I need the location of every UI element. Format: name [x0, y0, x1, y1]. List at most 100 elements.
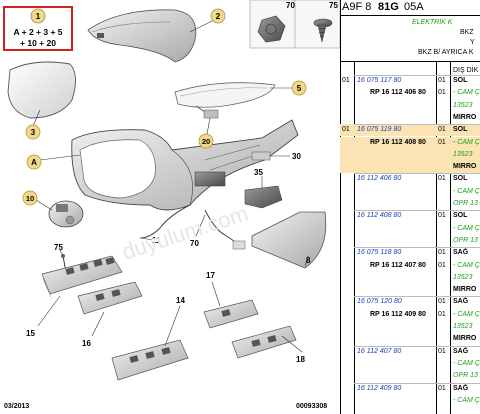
- table-row[interactable]: - CAM Ç: [340, 188, 480, 200]
- callout-10[interactable]: 10: [22, 190, 38, 206]
- table-row[interactable]: MIRRO: [340, 163, 480, 175]
- row-desc: 13523: [453, 150, 473, 158]
- row-desc: MIRRO: [453, 335, 477, 343]
- row-desc: - CAM Ç: [453, 187, 480, 195]
- table-row[interactable]: 13523: [340, 274, 480, 286]
- svg-text:10: 10: [26, 194, 34, 203]
- mirror-motor[interactable]: [48, 200, 84, 228]
- label-30: 30: [292, 152, 301, 161]
- formula-number: 1: [36, 12, 41, 21]
- window-switch-15[interactable]: [41, 255, 123, 300]
- row-desc: - CAM Ç: [453, 310, 480, 318]
- table-row[interactable]: 13523: [340, 151, 480, 163]
- table-row[interactable]: 16 112 409 80 01 SAĞ: [340, 385, 480, 397]
- row-ref: 16 075 117 80: [357, 77, 402, 84]
- row-desc: SAĞ: [453, 347, 469, 355]
- callout-2[interactable]: 2: [210, 8, 226, 24]
- row-desc: OPR 13: [453, 372, 478, 380]
- row-qty2: 01: [438, 77, 446, 84]
- svg-text:3: 3: [31, 128, 36, 137]
- row-desc: SAĞ: [453, 298, 469, 306]
- row-desc: - CAM Ç: [453, 261, 480, 269]
- kit-formula-callout[interactable]: 1 A + 2 + 3 + 5 + 10 + 20: [3, 6, 73, 51]
- screw-icon: [313, 18, 333, 43]
- table-row[interactable]: - CAM Ç: [340, 397, 480, 409]
- fastener-label-75: 75: [329, 1, 338, 10]
- row-desc: 13523: [453, 323, 473, 330]
- watermark: duyulum.com: [119, 200, 251, 264]
- table-row[interactable]: MIRRO: [340, 286, 480, 298]
- row-qty2: 01: [438, 89, 446, 97]
- label-17: 17: [206, 271, 215, 280]
- table-row[interactable]: 13523: [340, 323, 480, 335]
- footer-date: 03/2013: [4, 403, 29, 410]
- window-switch-17[interactable]: [203, 299, 259, 329]
- clip-nut-icon: [257, 15, 286, 43]
- window-switch-16[interactable]: [77, 281, 143, 315]
- info-line-4: BKZ B/ AYRICA K: [418, 49, 474, 56]
- header-tail: 05A: [404, 1, 424, 13]
- row-desc: SAĞ: [453, 249, 469, 257]
- table-row[interactable]: OPR 13: [340, 237, 480, 249]
- leader-lines: [32, 17, 309, 353]
- door-trim-panel[interactable]: [251, 211, 327, 269]
- table-row[interactable]: - CAM Ç: [340, 360, 480, 372]
- row-qty: 01: [342, 126, 350, 134]
- exploded-parts-diagram: 1 A + 2 + 3 + 5 + 10 + 20 70 75: [3, 0, 340, 410]
- window-switch-14[interactable]: [111, 339, 189, 381]
- row-desc: - CAM Ç: [453, 359, 480, 367]
- row-ref: 16 112 409 80: [357, 384, 402, 392]
- table-row[interactable]: OPR 13: [340, 372, 480, 384]
- table-row[interactable]: RP 16 112 409 80 01 - CAM Ç: [340, 311, 480, 323]
- row-desc: - CAM Ç: [453, 138, 480, 146]
- row-desc: OPR 13: [453, 200, 478, 207]
- callout-3[interactable]: 3: [25, 124, 41, 140]
- label-35: 35: [254, 168, 263, 177]
- row-highlight: [340, 148, 480, 162]
- row-ref: 16 075 120 80: [357, 298, 402, 306]
- row-ref: 16 075 118 80: [357, 249, 402, 257]
- table-row[interactable]: OPR 13: [340, 200, 480, 212]
- callout-20[interactable]: 20: [198, 133, 214, 149]
- mirror-glass[interactable]: [7, 61, 76, 119]
- info-line-1: ELEKTRİK K: [412, 19, 453, 26]
- table-row[interactable]: 13523: [340, 102, 480, 114]
- table-row[interactable]: MIRRO: [340, 335, 480, 347]
- row-qty2: 01: [438, 384, 446, 392]
- row-desc: SOL: [453, 175, 468, 183]
- label-16: 16: [82, 339, 91, 348]
- callout-A[interactable]: A: [26, 154, 42, 170]
- row-rp: RP 16 112 409 80: [370, 310, 426, 318]
- svg-text:5: 5: [297, 84, 302, 93]
- callout-5[interactable]: 5: [291, 80, 307, 96]
- parts-table: A9F 8 81G 05A ELEKTRİK K BKZ Y BKZ B/ AY…: [340, 0, 480, 414]
- row-qty2: 01: [438, 310, 446, 318]
- row-qty2: 01: [438, 126, 446, 134]
- table-row[interactable]: - CAM Ç: [340, 225, 480, 237]
- window-switch-18[interactable]: [231, 325, 297, 359]
- mirror-cover-cap[interactable]: [87, 9, 197, 63]
- row-rp: RP 16 112 406 80: [370, 89, 426, 97]
- mirror-face: [79, 139, 156, 199]
- label-18: 18: [296, 355, 305, 364]
- table-row[interactable]: MIRRO: [340, 114, 480, 126]
- svg-text:2: 2: [216, 12, 221, 21]
- formula-line-2: + 10 + 20: [20, 38, 56, 48]
- indicator-lamp[interactable]: [174, 82, 276, 108]
- row-highlight: [340, 136, 480, 149]
- row-desc: - CAM Ç: [453, 224, 480, 232]
- row-ref: 16 075 119 80: [357, 126, 402, 134]
- svg-text:20: 20: [202, 137, 210, 146]
- row-desc: SAĞ: [453, 384, 469, 392]
- label-70: 70: [190, 239, 199, 248]
